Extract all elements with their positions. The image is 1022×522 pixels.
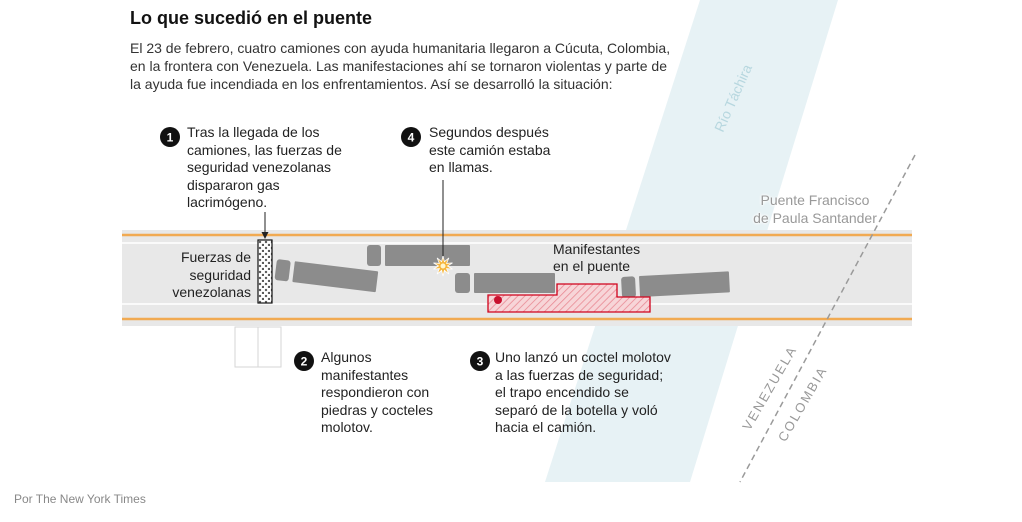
annotation-line: Algunos xyxy=(321,349,372,365)
credit-line: Por The New York Times xyxy=(14,492,146,506)
annotation-badge-2: 2 xyxy=(294,351,314,371)
truck-cab xyxy=(621,276,636,298)
truck-icon xyxy=(274,259,379,293)
security-forces-marker xyxy=(257,239,273,304)
annotation-line: Segundos después xyxy=(429,124,549,140)
label-line: de Paula Santander xyxy=(753,210,877,226)
annotation-line: piedras y cocteles xyxy=(321,401,434,418)
label-line: Puente Francisco xyxy=(760,192,870,208)
protesters-area xyxy=(487,283,651,313)
annotation-line: dispararon gas xyxy=(187,176,280,193)
protesters-label: Manifestantes en el puente xyxy=(553,241,640,275)
badge-number: 3 xyxy=(477,355,484,369)
molotov-thrower-dot xyxy=(494,296,502,304)
truck-icon xyxy=(455,273,555,293)
annotation-line: este camión estaba xyxy=(429,141,551,158)
badge-circle xyxy=(470,351,490,371)
intro-paragraph: El 23 de febrero, cuatro camiones con ay… xyxy=(130,39,670,93)
truck-trailer xyxy=(639,271,730,297)
annotation-line: Uno lanzó un coctel molotov xyxy=(495,349,671,365)
truck-icon xyxy=(367,245,470,266)
annotation-line: Tras la llegada de los xyxy=(187,124,320,140)
intro-line: El 23 de febrero, cuatro camiones con ay… xyxy=(130,40,671,56)
truck-trailer xyxy=(292,261,379,293)
truck-cab xyxy=(367,245,381,266)
booth-left xyxy=(234,326,259,368)
label-line: seguridad xyxy=(189,266,252,283)
annotation-line: el trapo encendido se xyxy=(495,384,629,400)
badge-circle xyxy=(401,127,421,147)
annotation-line: lacrimógeno. xyxy=(187,194,268,210)
security-forces-label: Fuerzas de seguridad venezolanas xyxy=(150,249,251,302)
annotation-badge-4: 4 xyxy=(401,127,421,147)
arrowhead-1 xyxy=(261,232,269,239)
label-line: venezolanas xyxy=(172,284,251,300)
annotation-line: respondieron con xyxy=(321,384,430,400)
booth-right xyxy=(257,326,282,368)
badge-number: 2 xyxy=(301,355,308,369)
fire-burst-core xyxy=(440,263,446,269)
page-title: Lo que sucedió en el puente xyxy=(130,8,373,28)
annotation-text-2: Algunos manifestantes respondieron con p… xyxy=(321,349,433,437)
annotation-line: a las fuerzas de seguridad; xyxy=(495,366,664,383)
annotation-text-4: Segundos después este camión estaba en l… xyxy=(429,124,550,177)
intro-line: la ayuda fue incendiada en los enfrentam… xyxy=(130,76,613,92)
annotation-line: manifestantes xyxy=(321,366,409,383)
annotation-line: en llamas. xyxy=(429,159,493,175)
label-line: Fuerzas de xyxy=(180,249,251,265)
booth-structure xyxy=(234,326,282,368)
truck-cab xyxy=(455,273,470,293)
annotation-text-1: Tras la llegada de los camiones, las fue… xyxy=(187,124,342,212)
border-line xyxy=(739,154,916,483)
badge-circle xyxy=(160,127,180,147)
badge-circle xyxy=(294,351,314,371)
label-line: en el puente xyxy=(553,258,631,274)
truck-trailer xyxy=(385,245,470,266)
annotation-line: camiones, las fuerzas de xyxy=(187,141,342,158)
annotation-line: hacia el camión. xyxy=(495,419,597,435)
annotation-line: molotov. xyxy=(321,419,373,435)
annotation-line: separó de la botella y voló xyxy=(495,401,658,418)
label-line: Manifestantes xyxy=(553,241,641,257)
bridge-name-label: Puente Francisco de Paula Santander xyxy=(735,191,895,227)
badge-number: 4 xyxy=(408,131,415,145)
intro-line: en la frontera con Venezuela. Las manife… xyxy=(130,58,668,74)
badge-number: 1 xyxy=(167,131,174,145)
truck-trailer xyxy=(474,273,555,293)
fire-burst-icon xyxy=(433,255,453,277)
truck-cab xyxy=(274,259,291,282)
annotation-text-3: Uno lanzó un coctel molotov a las fuerza… xyxy=(495,349,671,437)
annotation-line: seguridad venezolanas xyxy=(187,159,331,175)
truck-icon xyxy=(621,271,730,298)
annotation-badge-3: 3 xyxy=(470,351,490,371)
annotation-badge-1: 1 xyxy=(160,127,180,147)
